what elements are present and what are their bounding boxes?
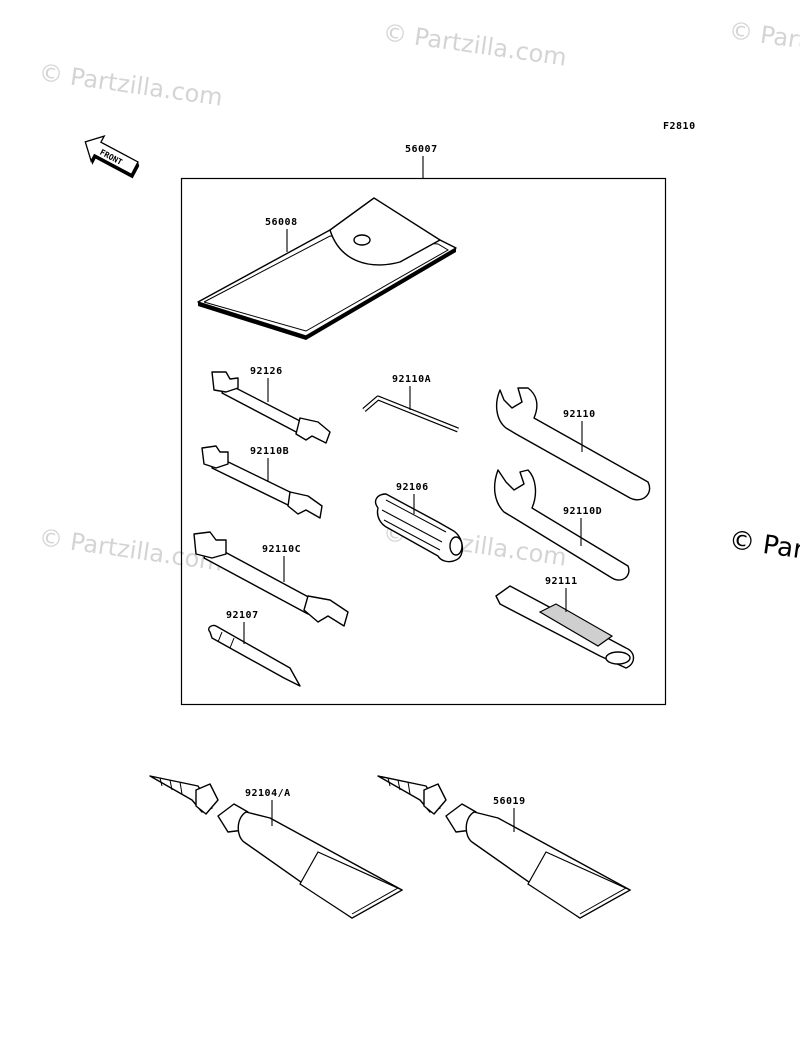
part-label-92110C: 92110C: [262, 544, 301, 555]
part-label-92110: 92110: [563, 409, 596, 420]
part-label-92110A: 92110A: [392, 374, 431, 385]
spanner-92110D: 92110D: [493, 469, 630, 581]
part-label-56019: 56019: [493, 796, 526, 807]
grease-tube-56019: 56019: [377, 775, 632, 919]
figure-code: F2810: [663, 121, 696, 132]
watermark: © Partzilla.com: [37, 58, 224, 112]
wrench-92110B: 92110B: [201, 445, 323, 519]
front-arrow-icon: FRONT: [84, 134, 140, 179]
hex-key-92110A: 92110A: [362, 374, 459, 433]
part-label-92106: 92106: [396, 482, 429, 493]
watermark: © Partzilla.com: [727, 16, 800, 70]
wrench-92110C: 92110C: [193, 531, 349, 627]
part-label-92110B: 92110B: [250, 446, 289, 457]
watermark: © Partzilla.com: [381, 18, 568, 72]
spanner-92110: 92110: [495, 387, 651, 501]
tool-bag: 56008: [197, 197, 457, 340]
part-label-92107: 92107: [226, 610, 259, 621]
grease-tube-92104A: 92104/A: [149, 775, 404, 919]
wrench-92126: 92126: [211, 366, 331, 444]
part-label-92104A: 92104/A: [245, 788, 291, 799]
socket-driver-92106: 92106: [374, 482, 463, 563]
part-label-56007: 56007: [405, 144, 438, 155]
part-label-92110D: 92110D: [563, 506, 602, 517]
screwdriver-92107: 92107: [207, 610, 301, 687]
watermark-edge: © Part: [727, 525, 800, 567]
part-label-92111: 92111: [545, 576, 578, 587]
part-label-56008: 56008: [265, 217, 298, 228]
extension-bar-92111: 92111: [495, 576, 635, 669]
tool-kit-box: 56007: [180, 144, 667, 706]
part-label-92126: 92126: [250, 366, 283, 377]
